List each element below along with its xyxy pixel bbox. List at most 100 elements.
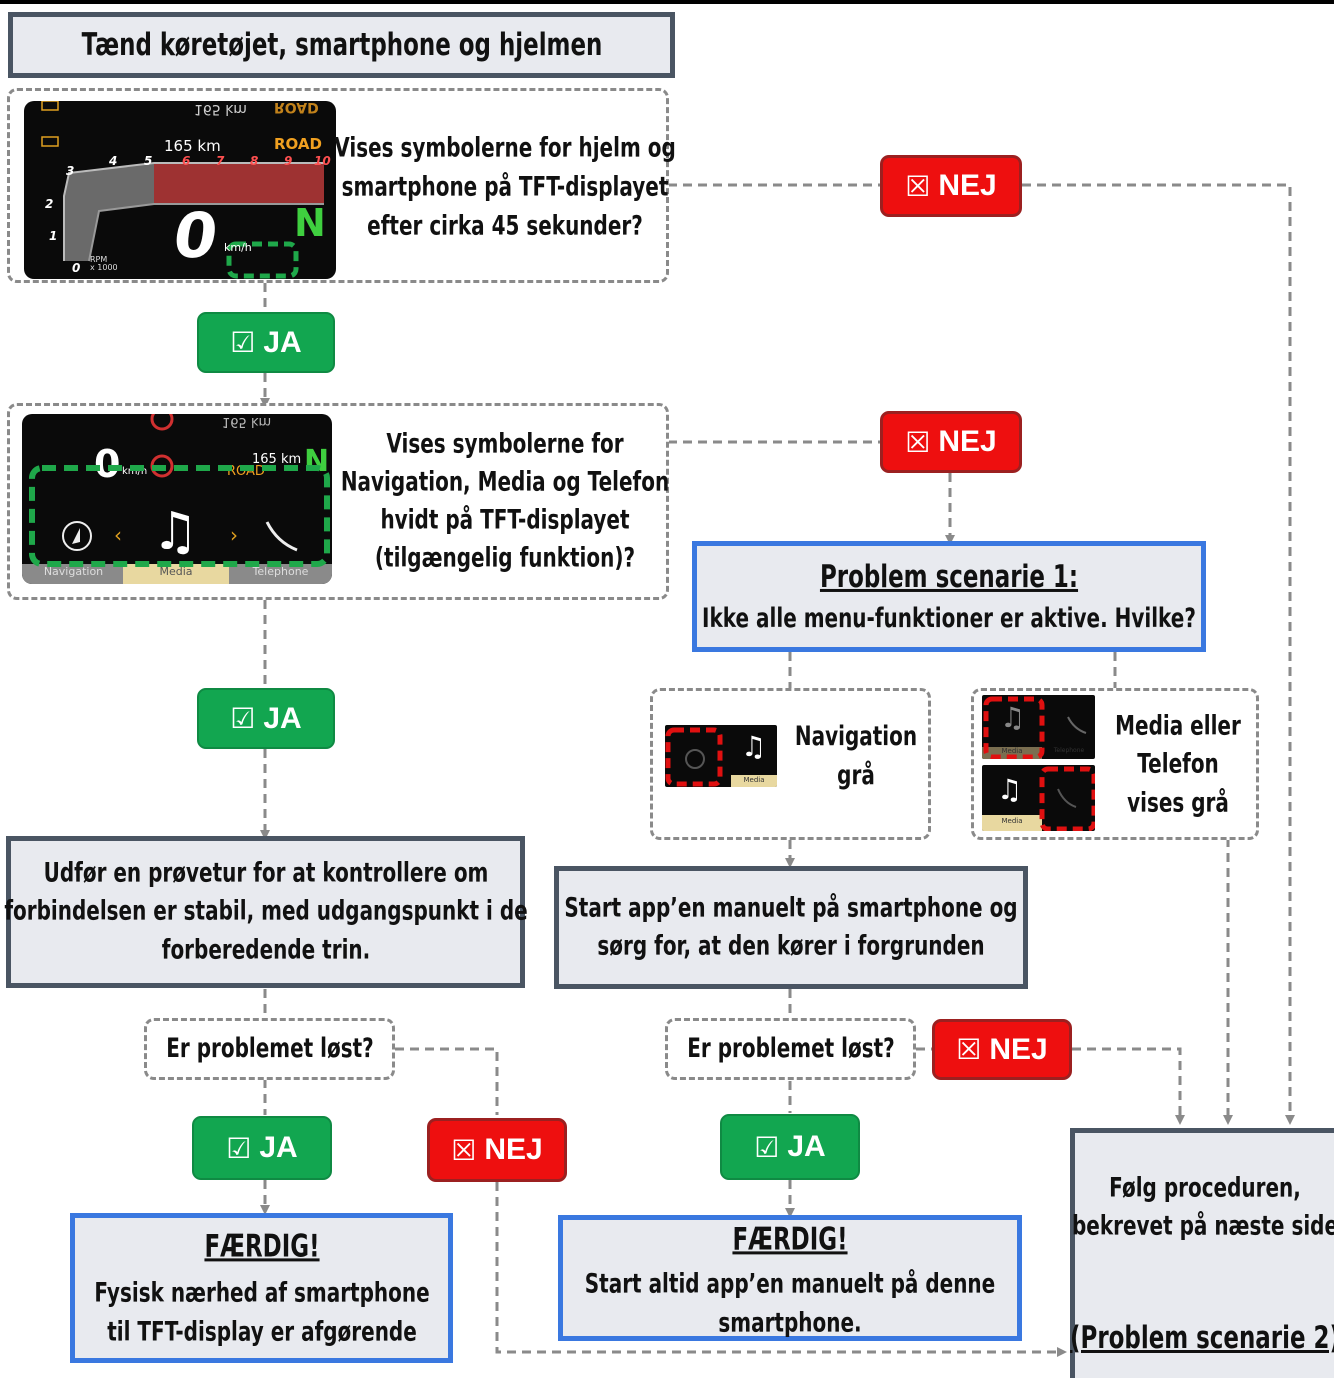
no-button-solved-left[interactable]: ☒NEJ [427,1118,567,1182]
mode-label: ROAD [274,135,322,153]
phone-grey-image: ♫ Media [982,765,1095,831]
checkbox-icon: ☑ [226,1131,252,1165]
question-2-text: Vises symbolerne for Navigation, Media o… [341,424,669,579]
speed-unit: km/h [122,466,148,477]
no-button-solved-right[interactable]: ☒NEJ [932,1019,1072,1080]
question-2-line: Vises symbolerne for [386,427,624,459]
solved-question-text: Er problemet løst? [165,1032,374,1064]
done-box-right: FÆRDIG! Start altid app’en manuelt på de… [558,1215,1022,1341]
tab-media: Media [159,565,193,578]
start-app-line: sørg for, at den kører i forgrunden [597,930,985,962]
cross-checkbox-icon: ☒ [451,1133,477,1167]
yes-button-q1[interactable]: ☑JA [197,312,335,373]
question-2-box: 165 km 165 km ROAD 0 km/h N ‹ › ♫ Naviga… [7,403,669,600]
option-navigation-grey: ♫ Media Navigation grå [650,688,931,840]
rpm-tick-4: 4 [109,154,118,168]
question-2-line: (tilgængelig funktion)? [374,542,636,574]
question-1-line: smartphone på TFT-displayet [341,171,669,203]
yes-button-solved-right[interactable]: ☑JA [720,1114,860,1180]
rpm-tick-10: 10 [314,154,331,168]
rpm-tick-2: 2 [45,197,54,211]
rpm-tick-6: 6 [182,154,191,168]
question-1-line: efter cirka 45 sekunder? [367,210,643,242]
follow-procedure-line: Følg proceduren, [1108,1172,1301,1204]
test-ride-line: forberedende trin. [161,934,370,966]
checkbox-icon: ☑ [230,326,256,359]
done-left-line: til TFT-display er afgørende [106,1316,417,1348]
range-value: 165 km [164,137,221,155]
done-title: FÆRDIG! [203,1228,320,1265]
mode-label: ROAD [227,464,265,479]
yes-button-q2[interactable]: ☑JA [197,688,335,749]
tab-telephone: Telephone [1053,747,1085,754]
problem-scenario-2-link[interactable]: (Problem scenarie 2) [1069,1319,1334,1356]
menu-icons: ‹ › [22,414,332,584]
done-right-line: Start altid app’en manuelt på denne [584,1268,996,1300]
solved-question-left: Er problemet løst? [144,1018,395,1080]
tab-media: Media [743,776,765,784]
done-left-line: Fysisk nærhed af smartphone [93,1277,430,1309]
option-navigation-line: grå [836,760,875,791]
done-right-line: smartphone. [718,1307,862,1339]
rpm-tick-3: 3 [66,164,75,178]
music-note-icon: ♫ [1000,701,1026,734]
question-1-text: Vises symbolerne for hjelm og smartphone… [334,117,676,257]
question-2-line: hvidt på TFT-displayet [380,504,630,536]
checkbox-icon: ☑ [230,702,256,735]
checkbox-icon: ☑ [754,1130,780,1164]
option-navigation-line: Navigation [794,720,917,752]
no-button-q1[interactable]: ☒NEJ [880,155,1022,217]
solved-question-right: Er problemet løst? [665,1018,916,1080]
rpm-tick-0: 0 [72,261,81,275]
start-app-box: Start app’en manuelt på smartphone og sø… [554,866,1028,989]
tab-navigation: Navigation [43,565,104,578]
rpm-gauge [41,101,324,279]
tft-menu-image: 165 km 165 km ROAD 0 km/h N ‹ › ♫ Naviga… [22,414,332,584]
navigation-grey-image: ♫ Media [665,725,777,787]
question-1-line: Vises symbolerne for hjelm og [334,132,676,164]
gear-indicator: N [304,444,330,479]
speed-value: 0 [94,442,121,486]
speed-unit: km/h [224,241,252,254]
problem-scenario-1-box: Problem scenarie 1: Ikke alle menu-funkt… [692,541,1206,652]
problem-scenario-1-text: Ikke alle menu-funktioner er aktive. Hvi… [702,603,1196,635]
option-media-line: Media eller [1115,710,1241,742]
no-button-q2[interactable]: ☒NEJ [880,411,1022,473]
gear-indicator: N [294,201,326,245]
follow-procedure-line: bekrevet på næste side [1071,1211,1334,1242]
svg-text:‹: ‹ [114,523,122,547]
test-ride-line: forbindelsen er stabil, med udgangspunkt… [3,895,528,927]
svg-text:›: › [230,523,238,547]
start-box: Tænd køretøjet, smartphone og hjelmen [8,12,675,78]
range-value: 165 km [252,452,302,467]
follow-procedure-box: Følg proceduren, bekrevet på næste side … [1070,1128,1334,1378]
test-ride-box: Udfør en prøvetur for at kontrollere om … [3,836,528,988]
cross-checkbox-icon: ☒ [956,1033,982,1066]
top-rule [0,0,1334,4]
start-title: Tænd køretøjet, smartphone og hjelmen [81,26,602,63]
tab-media: Media [1001,817,1023,825]
yes-button-solved-left[interactable]: ☑JA [192,1116,332,1180]
music-note-icon: ♫ [741,730,767,763]
problem-scenario-1-title: Problem scenarie 1: [819,558,1079,595]
media-grey-image: ♫ Media Telephone [982,695,1095,759]
tab-media: Media [1001,747,1023,755]
rpm-tick-9: 9 [284,154,293,168]
cross-checkbox-icon: ☒ [905,169,931,203]
tab-telephone: Telephone [252,565,309,578]
rpm-tick-5: 5 [144,154,153,168]
rpm-tick-1: 1 [49,229,58,243]
option-media-phone-grey: ♫ Media Telephone ♫ Media Media eller Te… [971,688,1259,840]
option-media-line: Telefon [1137,748,1219,780]
question-2-line: Navigation, Media og Telefon [340,466,670,498]
solved-question-text: Er problemet løst? [686,1032,895,1064]
music-note-icon: ♫ [997,773,1023,806]
done-title: FÆRDIG! [732,1221,848,1258]
range-reflection: 165 km [194,101,247,117]
start-app-line: Start app’en manuelt på smartphone og [564,892,1018,924]
done-box-left: FÆRDIG! Fysisk nærhed af smartphone til … [70,1213,453,1363]
